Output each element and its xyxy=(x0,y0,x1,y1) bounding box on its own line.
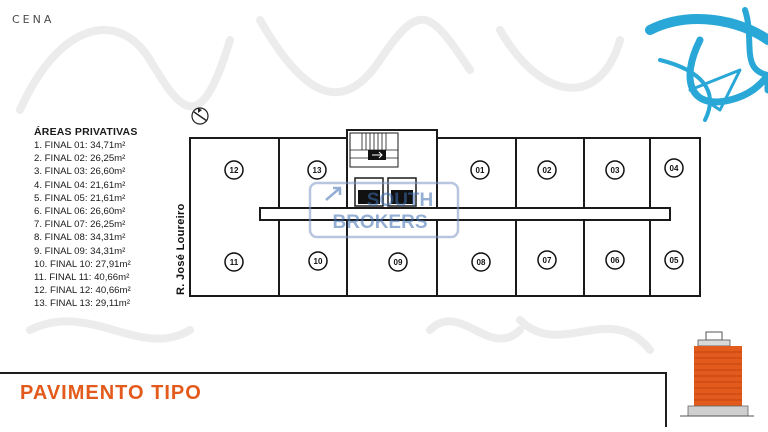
unit-07: 07 xyxy=(537,250,557,270)
area-item: 1. FINAL 01: 34,71m² xyxy=(34,140,126,151)
svg-text:10: 10 xyxy=(314,257,323,266)
watermark-line1: SOUTH xyxy=(367,190,434,211)
unit-01: 01 xyxy=(470,160,490,180)
area-item: 5. FINAL 05: 21,61m² xyxy=(34,192,126,204)
private-areas-list: ÁREAS PRIVATIVAS 1. FINAL 01: 34,71m² 2.… xyxy=(34,126,138,311)
unit-04: 04 xyxy=(664,158,684,178)
area-item: 4. FINAL 04: 21,61m² xyxy=(34,179,126,191)
area-item: 6. FINAL 06: 26,60m² xyxy=(34,206,126,218)
unit-02: 02 xyxy=(537,160,557,180)
area-item: 2. FINAL 02: 26,25m² xyxy=(34,153,126,165)
building-core xyxy=(346,129,438,209)
area-item: 13. FINAL 13: 29,11m² xyxy=(34,298,130,310)
area-item: 9. FINAL 09: 34,31m² xyxy=(34,245,126,257)
unit-13: 13 xyxy=(307,160,327,180)
unit-12: 12 xyxy=(224,160,244,180)
svg-text:03: 03 xyxy=(611,166,620,175)
footer-divider xyxy=(0,372,666,374)
units-bottom-row: 11 10 09 08 07 06 05 xyxy=(224,250,684,272)
svg-text:09: 09 xyxy=(394,258,403,267)
unit-11: 11 xyxy=(224,252,244,272)
svg-text:11: 11 xyxy=(230,258,239,267)
svg-text:06: 06 xyxy=(611,256,620,265)
brand-logo: CENA xyxy=(12,13,55,26)
compass-icon xyxy=(191,107,209,125)
svg-text:07: 07 xyxy=(543,256,552,265)
svg-text:04: 04 xyxy=(670,164,679,173)
svg-text:12: 12 xyxy=(230,166,239,175)
area-item: 11. FINAL 11: 40,66m² xyxy=(34,272,130,284)
area-item: 10. FINAL 10: 27,91m² xyxy=(34,258,131,270)
unit-08: 08 xyxy=(471,252,491,272)
svg-text:01: 01 xyxy=(476,166,485,175)
area-item: 7. FINAL 07: 26,25m² xyxy=(34,219,126,231)
svg-text:08: 08 xyxy=(477,258,486,267)
unit-06: 06 xyxy=(605,250,625,270)
unit-09: 09 xyxy=(388,252,408,272)
area-item: 12. FINAL 12: 40,66m² xyxy=(34,285,131,297)
watermark-line2: BROKERS xyxy=(332,212,427,233)
private-areas-title: ÁREAS PRIVATIVAS xyxy=(34,126,138,138)
floor-title: PAVIMENTO TIPO xyxy=(20,382,202,404)
watermark-logo: SOUTH BROKERS xyxy=(308,181,460,239)
svg-text:13: 13 xyxy=(313,166,322,175)
building-icon xyxy=(680,331,754,417)
svg-text:05: 05 xyxy=(670,256,679,265)
area-item: 8. FINAL 08: 34,31m² xyxy=(34,232,126,244)
areas-items: 1. FINAL 01: 34,71m² 2. FINAL 02: 26,25m… xyxy=(34,139,138,311)
footer-divider-vertical xyxy=(665,372,667,427)
units-top-row: 12 13 01 02 03 04 xyxy=(224,158,684,180)
unit-05: 05 xyxy=(664,250,684,270)
area-item: 3. FINAL 03: 26,60m² xyxy=(34,166,126,178)
unit-03: 03 xyxy=(605,160,625,180)
unit-10: 10 xyxy=(308,251,328,271)
svg-text:02: 02 xyxy=(543,166,552,175)
